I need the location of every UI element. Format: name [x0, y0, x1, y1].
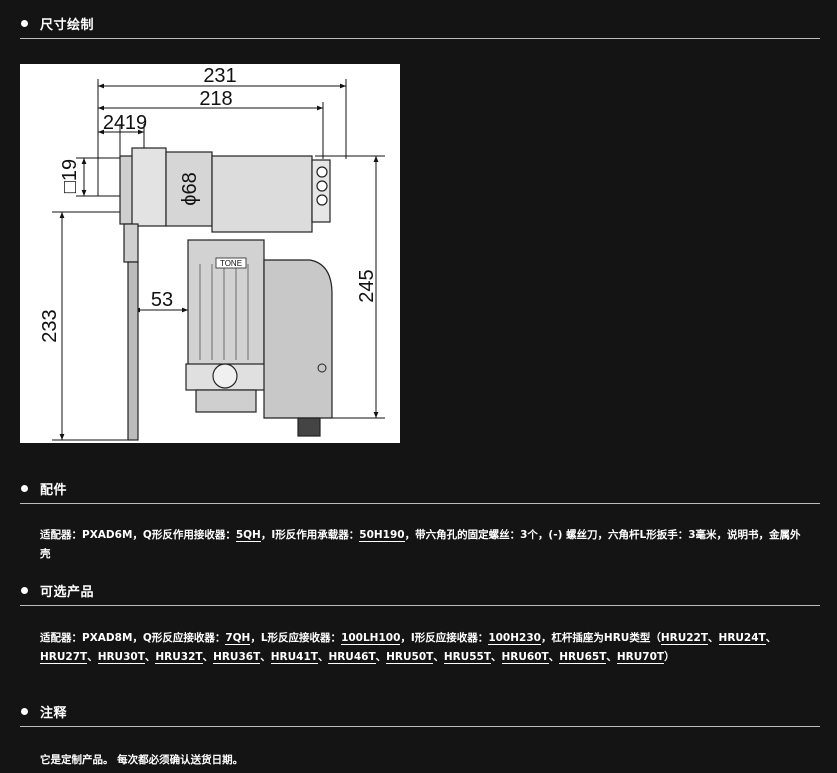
separator: 、 — [375, 651, 387, 663]
section-header-notes: 注释 — [20, 696, 820, 727]
link-hru60t[interactable]: HRU60T — [501, 651, 549, 664]
link-hru46t[interactable]: HRU46T — [328, 651, 376, 664]
separator: 、 — [606, 651, 617, 663]
dim-diameter: ϕ68 — [179, 172, 201, 205]
link-hru27t[interactable]: HRU27T — [40, 651, 88, 664]
bullet-icon — [21, 586, 28, 594]
link-100h230[interactable]: 100H230 — [488, 632, 541, 645]
link-hru70t[interactable]: HRU70T — [616, 651, 665, 664]
separator: 、 — [548, 651, 560, 663]
notes-text: 它是定制产品。 每次都必须确认送货日期。 — [40, 754, 244, 766]
dim-d2: 19 — [125, 112, 147, 134]
link-hru41t[interactable]: HRU41T — [270, 651, 318, 664]
section-header-options: 可选产品 — [20, 575, 820, 606]
link-7qh[interactable]: 7QH — [225, 632, 251, 645]
dim-height: 245 — [356, 269, 378, 302]
dim-reaction-length: 233 — [39, 309, 61, 342]
link-5qh[interactable]: 5QH — [235, 529, 261, 542]
bullet-icon — [21, 19, 28, 27]
separator: 、 — [433, 651, 444, 663]
separator: 、 — [708, 632, 719, 644]
separator: 、 — [317, 651, 329, 663]
link-hru55t[interactable]: HRU55T — [443, 651, 491, 664]
section-header-accessories: 配件 — [20, 473, 820, 504]
separator: 、 — [491, 651, 502, 663]
link-hru36t[interactable]: HRU36T — [213, 651, 261, 664]
section-title: 注释 — [40, 705, 68, 721]
dim-offset: 53 — [151, 289, 173, 311]
tool-drawing-svg: TONE 231 218 24 19 □19 ϕ68 245 233 53 — [39, 65, 385, 441]
brand-mark: TONE — [220, 259, 242, 268]
bullet-icon — [21, 707, 28, 715]
dim-square: □19 — [59, 159, 81, 193]
link-hru22t[interactable]: HRU22T — [660, 632, 709, 645]
dim-d1: 24 — [103, 112, 125, 134]
dimension-drawing: TONE 231 218 24 19 □19 ϕ68 245 233 53 — [20, 64, 400, 443]
link-hru32t[interactable]: HRU32T — [155, 651, 203, 664]
link-hru65t[interactable]: HRU65T — [559, 651, 607, 664]
hru-link-list: HRU22T、HRU24T、HRU27T、HRU30T、HRU32T、HRU36… — [40, 632, 776, 664]
section-title: 尺寸绘制 — [40, 17, 95, 33]
section-header-dimensions: 尺寸绘制 — [20, 8, 820, 39]
section-title: 配件 — [40, 482, 68, 498]
separator: 、 — [260, 651, 271, 663]
link-100lh100[interactable]: 100LH100 — [341, 632, 401, 645]
dim-overall-length: 231 — [203, 65, 236, 87]
separator: 、 — [765, 632, 777, 644]
link-hru30t[interactable]: HRU30T — [97, 651, 145, 664]
accessories-text: 适配器：PXAD6M，Q形反作用接收器：5QH，I形反作用承载器：50H190，… — [40, 529, 801, 560]
link-hru50t[interactable]: HRU50T — [386, 651, 434, 664]
options-text: 适配器：PXAD8M，Q形反应接收器：7QH，L形反应接收器：100LH100，… — [40, 632, 777, 664]
link-hru24t[interactable]: HRU24T — [718, 632, 766, 645]
separator: 、 — [87, 651, 98, 663]
separator: 、 — [202, 651, 214, 663]
bullet-icon — [21, 484, 28, 492]
section-title: 可选产品 — [40, 584, 95, 600]
dim-body-length: 218 — [199, 88, 232, 110]
separator: 、 — [144, 651, 156, 663]
link-50h190[interactable]: 50H190 — [359, 529, 405, 542]
